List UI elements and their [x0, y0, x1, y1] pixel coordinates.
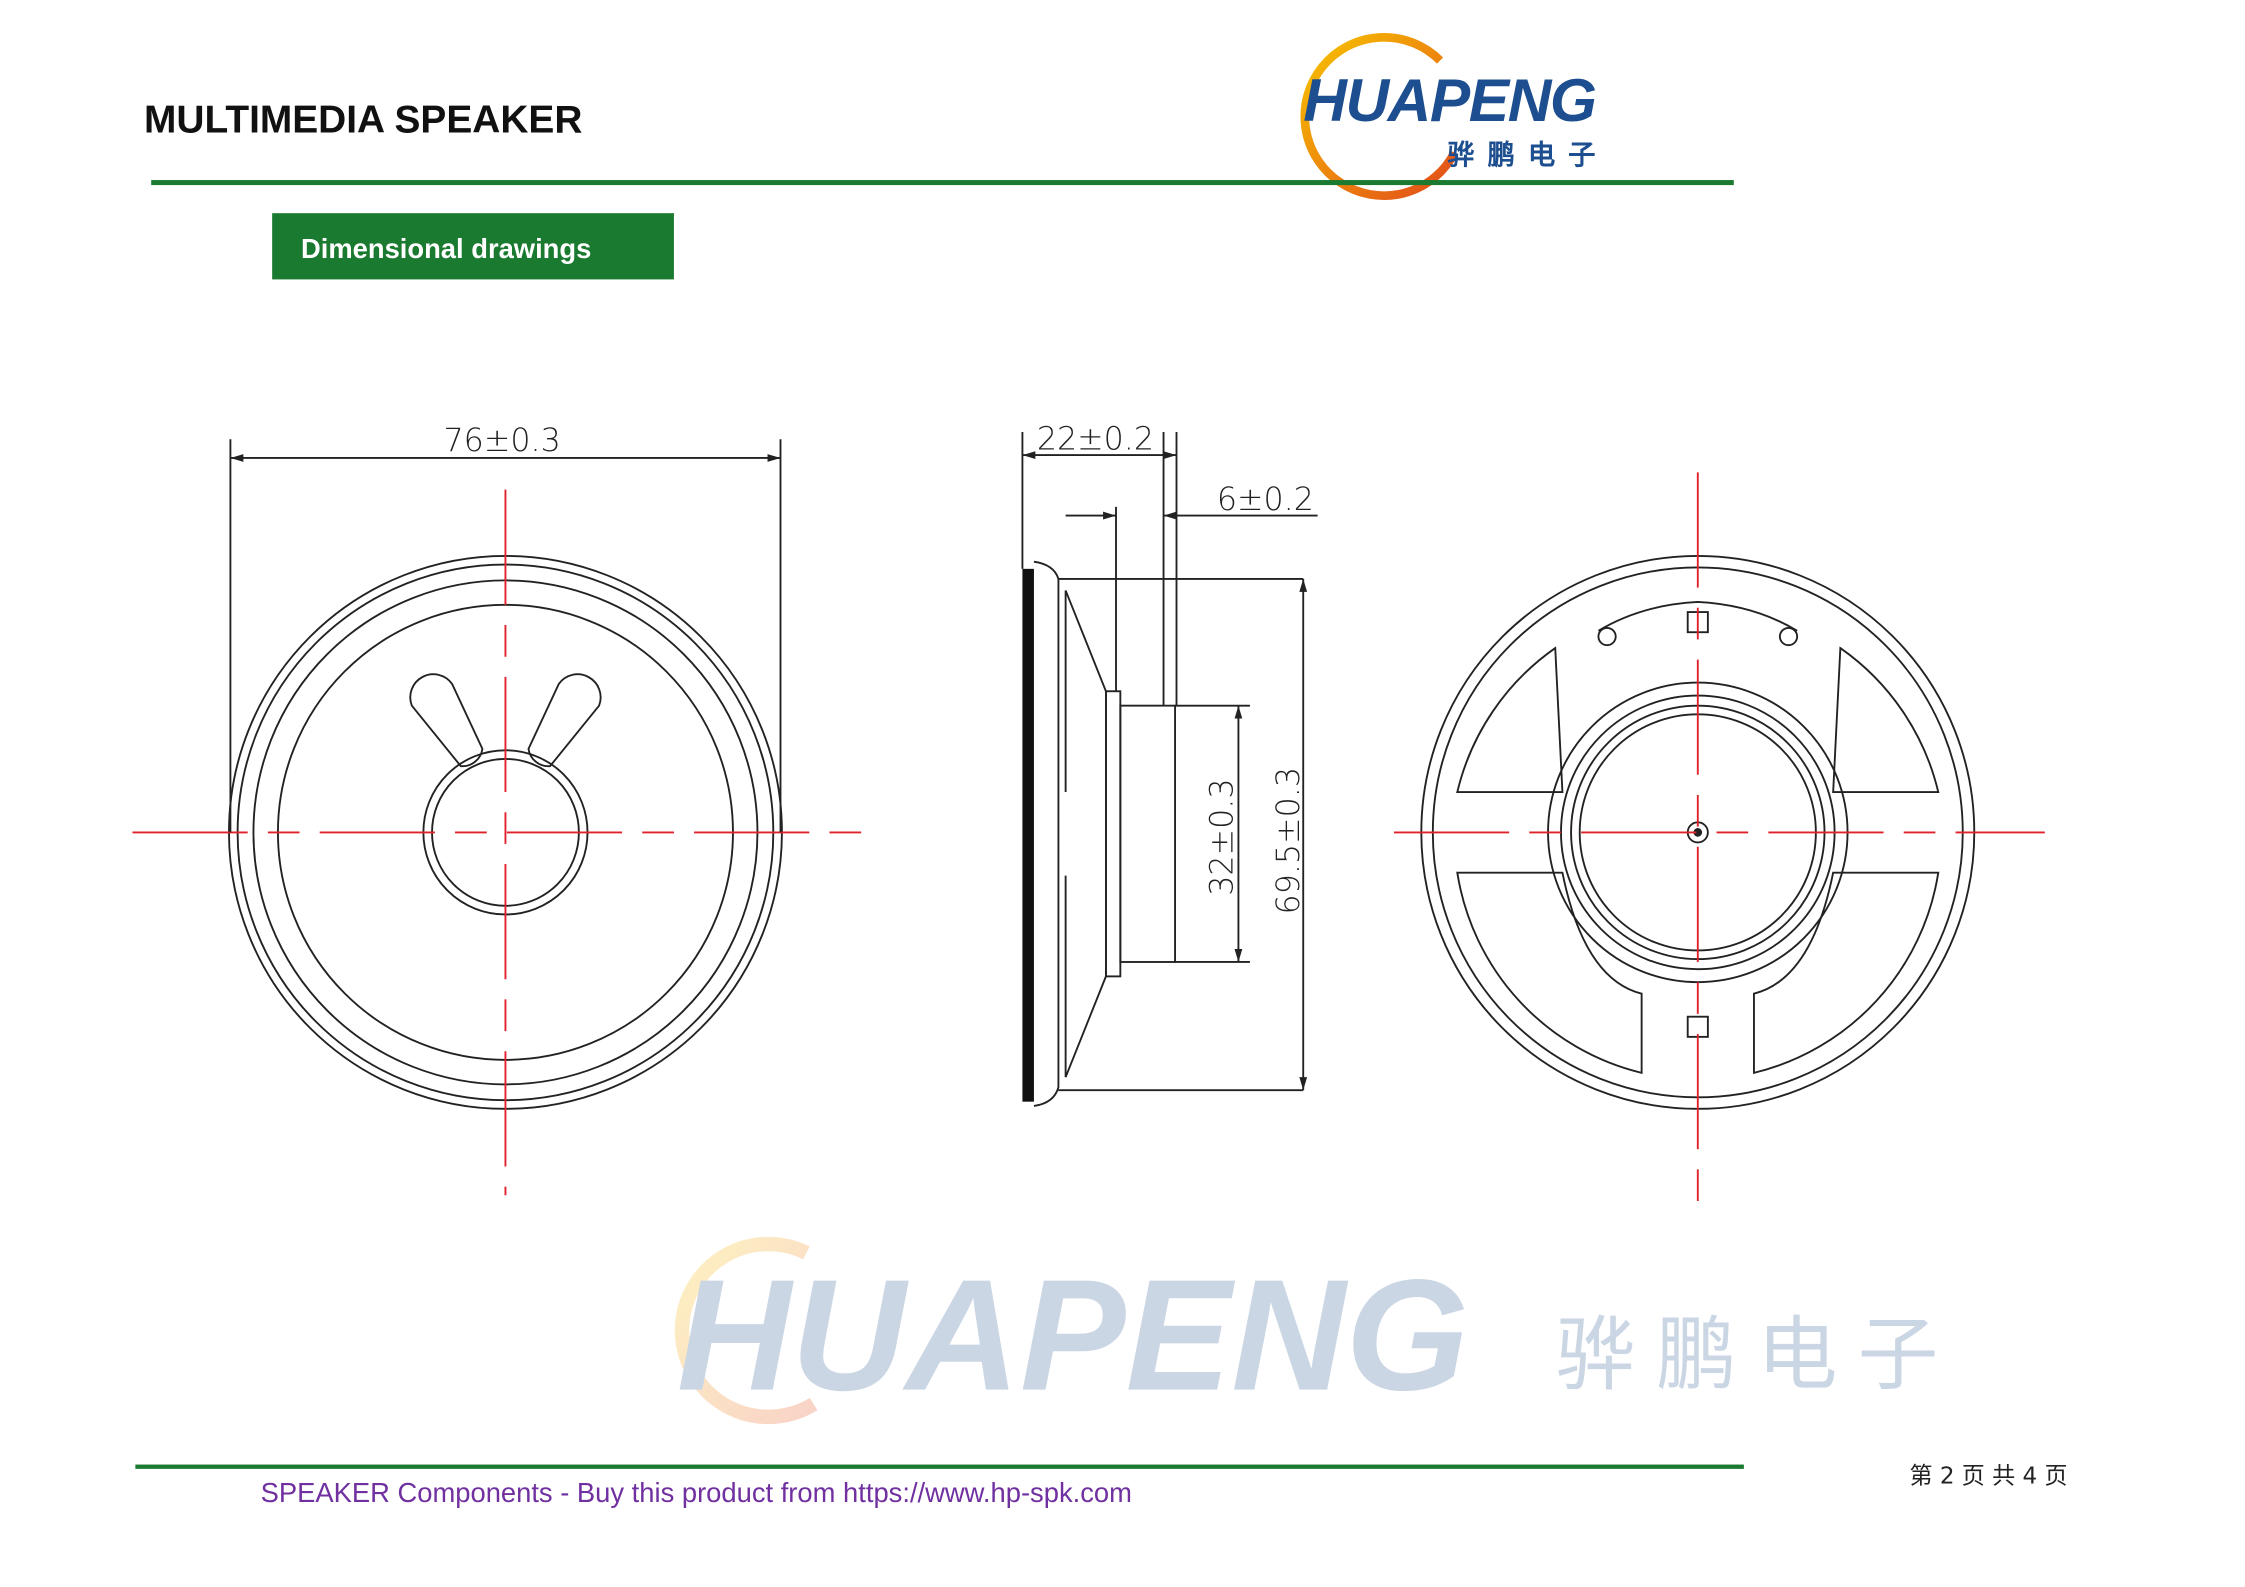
watermark: HUAPENG 骅 鹏 电 子 — [674, 1236, 1939, 1425]
header-divider — [151, 180, 1734, 186]
page-title: MULTIMEDIA SPEAKER — [144, 99, 582, 142]
dimension-front-diameter: 76±0.3 — [444, 423, 561, 459]
dimension-magnet-diameter: 32±0.3 — [1205, 779, 1241, 896]
svg-text:子: 子 — [1858, 1308, 1939, 1402]
huapeng-logo: HUAPENG 骅鹏电子 — [1300, 33, 1608, 200]
rear-view-drawing — [1393, 472, 2045, 1213]
svg-text:鹏: 鹏 — [1656, 1308, 1737, 1402]
section-label: Dimensional drawings — [272, 213, 674, 280]
dimension-frame-height: 69.5±0.3 — [1271, 767, 1307, 914]
svg-text:Dimensional drawings: Dimensional drawings — [301, 233, 591, 264]
logo-text: HUAPENG — [1303, 66, 1596, 134]
front-view-drawing — [132, 439, 872, 1196]
side-view-drawing — [1021, 432, 1318, 1107]
svg-text:骅: 骅 — [1555, 1308, 1636, 1402]
logo-subtext: 骅鹏电子 — [1447, 140, 1608, 171]
svg-text:电: 电 — [1757, 1308, 1838, 1402]
dimension-frame-depth: 6±0.2 — [1217, 482, 1314, 518]
footer-divider — [135, 1464, 1744, 1469]
dimension-overall-depth: 22±0.2 — [1037, 421, 1154, 457]
svg-text:HUAPENG: HUAPENG — [677, 1247, 1469, 1424]
page-number: 第 2 页 共 4 页 — [1909, 1463, 2067, 1489]
footer-link-text[interactable]: SPEAKER Components - Buy this product fr… — [261, 1477, 1132, 1508]
